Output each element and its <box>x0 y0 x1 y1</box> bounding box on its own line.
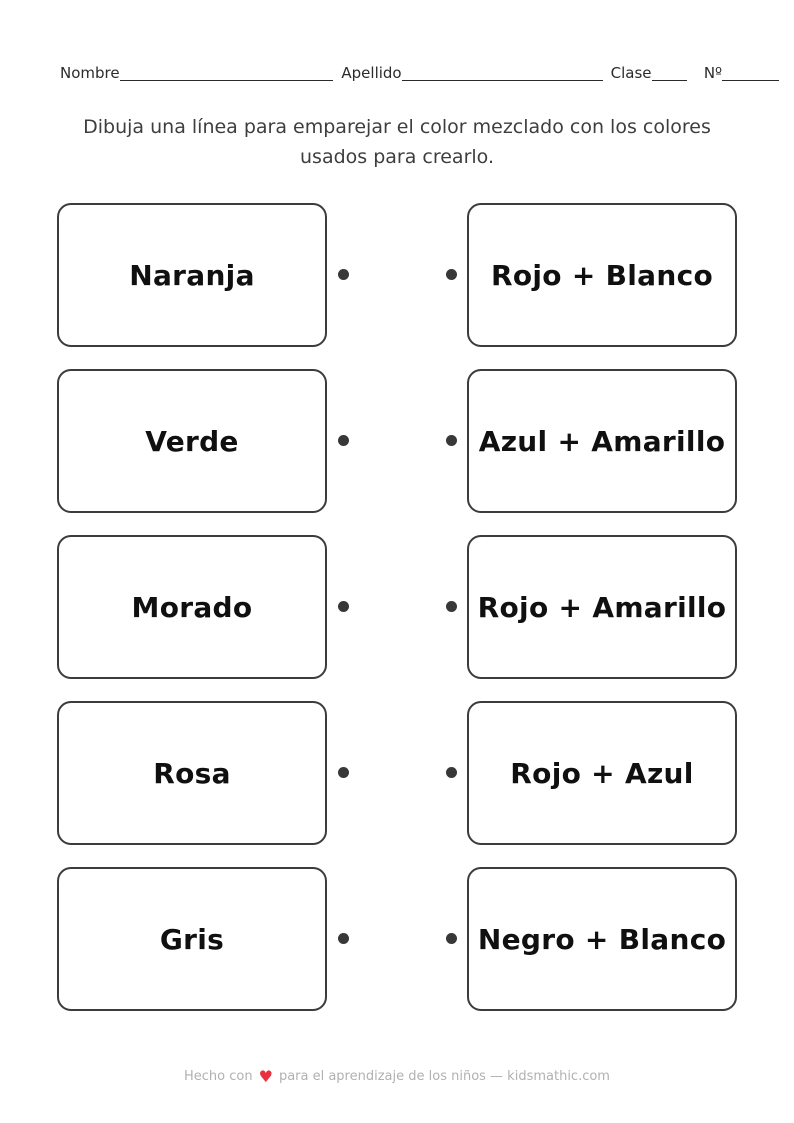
clase-field-line[interactable] <box>651 80 687 81</box>
color-box-label: Verde <box>145 424 239 458</box>
mix-box-right: Negro + Blanco <box>467 867 737 1011</box>
match-row: Naranja Rojo + Blanco <box>0 203 794 347</box>
color-box-left: Verde <box>57 369 327 513</box>
color-box-label: Morado <box>131 590 253 624</box>
color-box-left: Naranja <box>57 203 327 347</box>
match-dot-left[interactable] <box>338 767 349 778</box>
match-row: Morado Rojo + Amarillo <box>0 535 794 679</box>
match-row: Rosa Rojo + Azul <box>0 701 794 845</box>
mix-box-label: Rojo + Azul <box>510 756 694 790</box>
mix-box-right: Rojo + Azul <box>467 701 737 845</box>
match-row: Verde Azul + Amarillo <box>0 369 794 513</box>
instructions-line-1: Dibuja una línea para emparejar el color… <box>83 116 711 138</box>
instructions-line-2: usados para crearlo. <box>300 146 494 168</box>
apellido-label: Apellido <box>341 64 402 82</box>
color-box-label: Rosa <box>153 756 231 790</box>
match-dot-right[interactable] <box>446 269 457 280</box>
mix-box-label: Negro + Blanco <box>477 922 727 956</box>
footer-credit: Hecho con ♥ para el aprendizaje de los n… <box>0 1067 794 1086</box>
mix-box-right: Rojo + Amarillo <box>467 535 737 679</box>
mix-box-label: Azul + Amarillo <box>478 424 726 458</box>
clase-label: Clase <box>610 64 652 82</box>
nombre-label: Nombre <box>60 64 120 82</box>
color-box-left: Gris <box>57 867 327 1011</box>
header-fields: Nombre Apellido Clase Nº <box>60 62 779 84</box>
mix-box-label: Rojo + Blanco <box>490 258 714 292</box>
footer-text-after: para el aprendizaje de los niños — kidsm… <box>278 1069 610 1084</box>
color-box-label: Gris <box>159 922 225 956</box>
match-row: Gris Negro + Blanco <box>0 867 794 1011</box>
apellido-field-line[interactable] <box>401 80 603 81</box>
footer-text-before: Hecho con <box>184 1069 253 1084</box>
mix-box-right: Rojo + Blanco <box>467 203 737 347</box>
numero-label: Nº <box>703 64 723 82</box>
match-dot-left[interactable] <box>338 601 349 612</box>
match-dot-left[interactable] <box>338 933 349 944</box>
color-box-left: Rosa <box>57 701 327 845</box>
numero-field-line[interactable] <box>722 80 779 81</box>
match-dot-right[interactable] <box>446 601 457 612</box>
mix-box-right: Azul + Amarillo <box>467 369 737 513</box>
nombre-field-line[interactable] <box>119 80 334 81</box>
instructions: Dibuja una línea para emparejar el color… <box>0 112 794 172</box>
color-box-label: Naranja <box>129 258 255 292</box>
match-dot-left[interactable] <box>338 269 349 280</box>
color-box-left: Morado <box>57 535 327 679</box>
match-dot-left[interactable] <box>338 435 349 446</box>
heart-icon: ♥ <box>258 1067 273 1086</box>
match-dot-right[interactable] <box>446 435 457 446</box>
match-dot-right[interactable] <box>446 767 457 778</box>
match-dot-right[interactable] <box>446 933 457 944</box>
mix-box-label: Rojo + Amarillo <box>477 590 727 624</box>
